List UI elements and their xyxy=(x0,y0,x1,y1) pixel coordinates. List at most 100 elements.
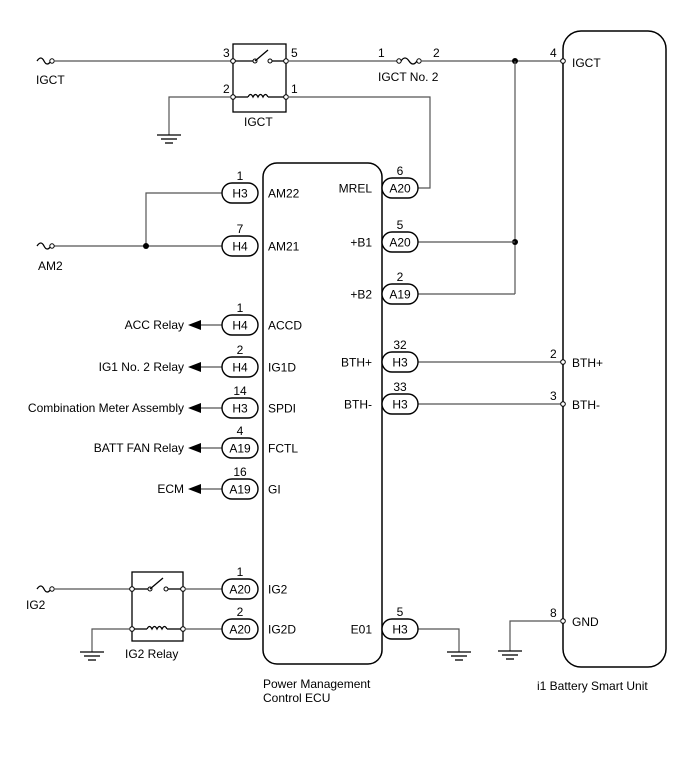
battery-unit-pin-bthp-label: BTH+ xyxy=(572,356,603,370)
ig2-fuse-icon xyxy=(36,585,55,593)
pin-number: 7 xyxy=(237,222,244,236)
connector-pill xyxy=(381,231,419,253)
ground-icon xyxy=(498,650,522,660)
connector-pill xyxy=(221,437,259,459)
battery-smart-unit-box xyxy=(562,30,667,668)
igct-no2-fuse-icon xyxy=(396,57,422,65)
connector-code: H3 xyxy=(232,402,248,416)
pin-label: MREL xyxy=(339,182,373,196)
connector-pill xyxy=(381,351,419,373)
battery-unit-pin-bthm-num: 3 xyxy=(550,389,557,403)
pin-label: SPDI xyxy=(268,402,296,416)
connector-pill xyxy=(221,478,259,500)
ig2-fuse-label: IG2 xyxy=(26,598,46,612)
connector-code: A20 xyxy=(389,236,411,250)
connector-pill xyxy=(381,177,419,199)
pin-label: +B2 xyxy=(350,288,372,302)
connector-pill xyxy=(221,618,259,640)
ecu-name-line1: Power Management xyxy=(263,677,371,691)
output-ecm: ECM xyxy=(157,482,184,496)
ig2-relay-coil-icon xyxy=(146,625,168,631)
connector-pill xyxy=(221,356,259,378)
igct-fuse-label: IGCT xyxy=(36,73,65,87)
output-combination-meter: Combination Meter Assembly xyxy=(28,401,184,415)
pin-label: FCTL xyxy=(268,442,298,456)
power-management-ecu-box xyxy=(262,162,383,665)
pin-number: 14 xyxy=(233,384,247,398)
igct-relay-label: IGCT xyxy=(244,115,273,129)
pin-number: 16 xyxy=(233,465,247,479)
pin-label: AM22 xyxy=(268,187,300,201)
am2-fuse-label: AM2 xyxy=(38,259,63,273)
ground-icon xyxy=(447,651,471,661)
battery-unit-name: i1 Battery Smart Unit xyxy=(537,679,648,693)
battery-unit-pin-gnd-num: 8 xyxy=(550,606,557,620)
pin-number: 1 xyxy=(237,565,244,579)
connector-pill xyxy=(221,182,259,204)
output-ig1-no2-relay: IG1 No. 2 Relay xyxy=(99,360,184,374)
connector-code: A20 xyxy=(229,583,251,597)
pin-label: E01 xyxy=(351,623,373,637)
output-arrows xyxy=(188,320,222,494)
connector-code: A19 xyxy=(389,288,411,302)
connector-pill xyxy=(221,397,259,419)
igct-relay xyxy=(230,43,289,113)
pin-label: BTH+ xyxy=(341,356,372,370)
pin-label: GI xyxy=(268,483,281,497)
connector-pill xyxy=(381,283,419,305)
ig2-relay-label: IG2 Relay xyxy=(125,647,178,661)
output-batt-fan-relay: BATT FAN Relay xyxy=(94,441,184,455)
pin-number: 5 xyxy=(397,218,404,232)
connector-code: H3 xyxy=(392,623,408,637)
battery-unit-pin-bthm-label: BTH- xyxy=(572,398,600,412)
pin-label: IG1D xyxy=(268,361,296,375)
pin-label: BTH- xyxy=(344,398,372,412)
connector-pill xyxy=(381,393,419,415)
igct-fuse-icon xyxy=(36,57,55,65)
connector-code: A19 xyxy=(229,442,251,456)
pin-label: IG2D xyxy=(268,623,296,637)
ecu-pin-b2: A19 2 +B2 xyxy=(350,270,419,305)
battery-unit-pin-igct-label: IGCT xyxy=(572,56,601,70)
connector-code: H4 xyxy=(232,361,248,375)
connector-code: A20 xyxy=(389,182,411,196)
battery-unit-pin-igct-num: 4 xyxy=(550,46,557,60)
connector-pill xyxy=(221,314,259,336)
connector-pill xyxy=(381,618,419,640)
igct-relay-pin-3: 3 xyxy=(223,46,230,60)
connector-code: A19 xyxy=(229,483,251,497)
pin-number: 2 xyxy=(237,605,244,619)
pin-label: +B1 xyxy=(350,236,372,250)
igct-relay-pin-2: 2 xyxy=(223,82,230,96)
igct-relay-pin-5: 5 xyxy=(291,46,298,60)
connector-code: H3 xyxy=(392,356,408,370)
pin-number: 6 xyxy=(397,164,404,178)
pin-number: 4 xyxy=(237,424,244,438)
igct-no2-pin-2: 2 xyxy=(433,46,440,60)
connector-code: H3 xyxy=(232,187,248,201)
igct-relay-coil-icon xyxy=(247,93,269,99)
battery-unit-pin-bthp-num: 2 xyxy=(550,347,557,361)
pin-number: 1 xyxy=(237,301,244,315)
igct-relay-pin-1: 1 xyxy=(291,82,298,96)
am2-fuse-icon xyxy=(36,242,55,250)
ecu-left-connectors: H31AM22H47AM21H41ACCDH42IG1DH314SPDIA194… xyxy=(221,169,302,640)
battery-unit-pin-gnd-label: GND xyxy=(572,615,599,629)
connector-pill xyxy=(221,235,259,257)
pin-number: 2 xyxy=(237,343,244,357)
pin-number: 1 xyxy=(237,169,244,183)
pin-number: 2 xyxy=(397,270,404,284)
